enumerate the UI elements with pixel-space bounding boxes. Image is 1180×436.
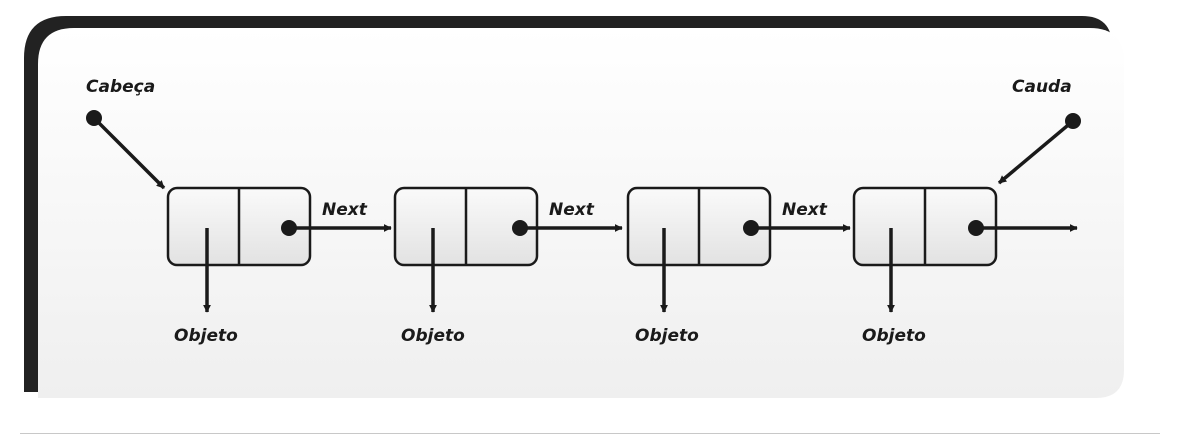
list-node-2 bbox=[393, 186, 623, 313]
bottom-divider bbox=[20, 433, 1160, 434]
list-node-4 bbox=[852, 186, 1078, 313]
tail-pointer-arrow bbox=[997, 119, 1075, 185]
object-label-3: Objeto bbox=[635, 326, 699, 346]
head-pointer bbox=[86, 110, 166, 190]
list-node-1 bbox=[166, 186, 392, 313]
object-label-2: Objeto bbox=[401, 326, 465, 346]
list-node-3 bbox=[626, 186, 851, 313]
head-label: Cabeça bbox=[86, 77, 155, 97]
tail-label: Cauda bbox=[1012, 77, 1072, 97]
head-pointer-arrow bbox=[92, 116, 166, 190]
next-label-3: Next bbox=[782, 200, 828, 220]
tail-pointer bbox=[997, 113, 1081, 185]
object-label-1: Objeto bbox=[174, 326, 238, 346]
panel-background bbox=[38, 28, 1124, 398]
next-label-2: Next bbox=[549, 200, 595, 220]
object-label-4: Objeto bbox=[862, 326, 926, 346]
next-label-1: Next bbox=[322, 200, 368, 220]
